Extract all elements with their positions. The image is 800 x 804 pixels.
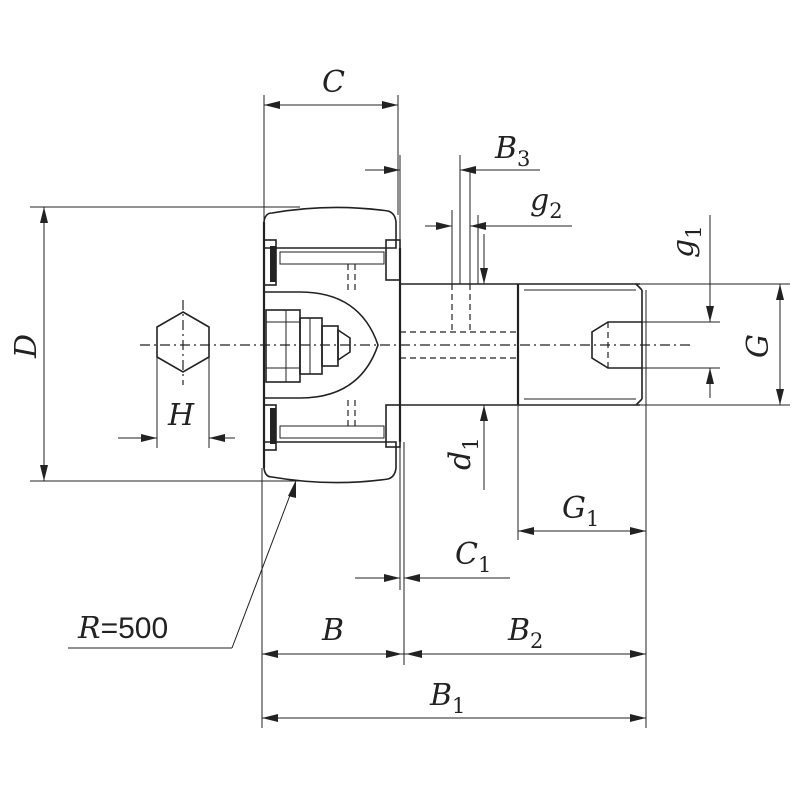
label-B1: B1 (429, 678, 465, 718)
threaded-end (518, 283, 643, 406)
dim-d1: d1 (443, 234, 488, 490)
stud-shank (398, 248, 520, 442)
label-C1: C1 (455, 537, 491, 577)
thrust-washer-right (385, 239, 401, 448)
label-B3: B3 (494, 131, 530, 171)
dim-C1: C1 (355, 537, 510, 582)
dim-B: B (262, 613, 404, 658)
stud-head (263, 291, 379, 399)
label-H: H (167, 398, 195, 433)
dim-G: G (741, 284, 784, 405)
label-G: G (741, 334, 776, 358)
label-d1: d1 (443, 437, 483, 470)
extension-lines (30, 95, 790, 728)
dim-H: H (118, 398, 235, 442)
label-R: R=500 (77, 611, 168, 646)
side-plate-left (263, 239, 277, 451)
dim-D: D (9, 207, 48, 481)
dim-C: C (264, 65, 398, 109)
dim-B3: B3 (365, 131, 540, 174)
dim-g1: g1 (666, 215, 714, 398)
dim-B2: B2 (404, 613, 646, 658)
dim-G1: G1 (518, 491, 646, 535)
dim-B1: B1 (262, 678, 646, 722)
label-D: D (9, 334, 44, 359)
label-C: C (322, 65, 345, 100)
dim-g2: g2 (425, 183, 572, 230)
hex-end-view (156, 300, 210, 448)
label-B2: B2 (507, 613, 543, 653)
label-B: B (321, 613, 344, 648)
needle-rollers (279, 251, 385, 439)
label-g1: g1 (666, 225, 706, 258)
label-g2: g2 (530, 183, 563, 223)
label-G1: G1 (562, 491, 599, 531)
radius-leader: R=500 (68, 480, 296, 649)
